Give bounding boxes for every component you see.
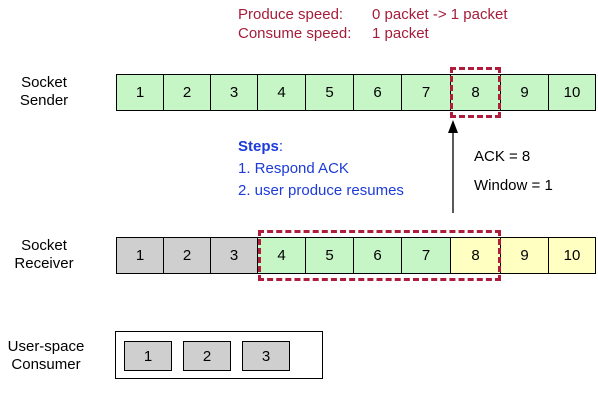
receiver-highlight-box [258,230,501,281]
sender-cell: 4 [257,74,306,111]
receiver-cell: 8 [450,237,501,274]
receiver-cell: 10 [548,237,596,274]
sender-label-line2: Sender [19,92,69,109]
steps-colon: : [278,138,284,155]
sender-cell: 3 [210,74,258,111]
receiver-label: Socket Receiver [4,237,84,273]
steps-block: Steps: 1. Respond ACK 2. user produce re… [238,136,404,202]
step-item: 2. user produce resumes [238,182,404,199]
consumer-label-line1: User-space [7,338,85,355]
receiver-label-line1: Socket [21,237,67,254]
receiver-label-line2: Receiver [14,255,74,272]
consumer-cell: 1 [124,341,172,371]
sender-cell: 9 [500,74,549,111]
sender-label: Socket Sender [4,74,84,110]
sender-cell: 2 [163,74,211,111]
produce-speed-label: Produce speed: [238,6,344,23]
consumer-label-line2: Consumer [11,356,81,373]
sender-cell: 8 [450,74,501,111]
sender-cell: 1 [116,74,164,111]
ack-text: ACK = 8 [474,148,531,165]
sender-cell: 6 [353,74,402,111]
step-item: 1. Respond ACK [238,160,349,177]
sender-cell: 5 [305,74,354,111]
consumer-label: User-space Consumer [6,338,86,374]
sender-label-line1: Socket [21,74,67,91]
produce-speed-value: 0 packet -> 1 packet [372,6,508,23]
receiver-cell: 3 [210,237,258,274]
receiver-cell: 9 [500,237,549,274]
window-text: Window = 1 [474,177,553,194]
sender-cell: 10 [548,74,596,111]
receiver-cell: 6 [353,237,402,274]
consumer-cell: 3 [242,341,290,371]
steps-title: Steps [238,138,279,155]
receiver-cell: 4 [257,237,306,274]
ack-arrow-icon [448,120,458,213]
sender-cell: 7 [401,74,451,111]
sender-highlight-box [450,67,501,118]
consume-speed-label: Consume speed: [238,25,352,42]
receiver-cell: 7 [401,237,451,274]
receiver-cell: 1 [116,237,164,274]
consumer-cell: 2 [183,341,231,371]
receiver-cell: 2 [163,237,211,274]
consume-speed-value: 1 packet [372,25,429,42]
